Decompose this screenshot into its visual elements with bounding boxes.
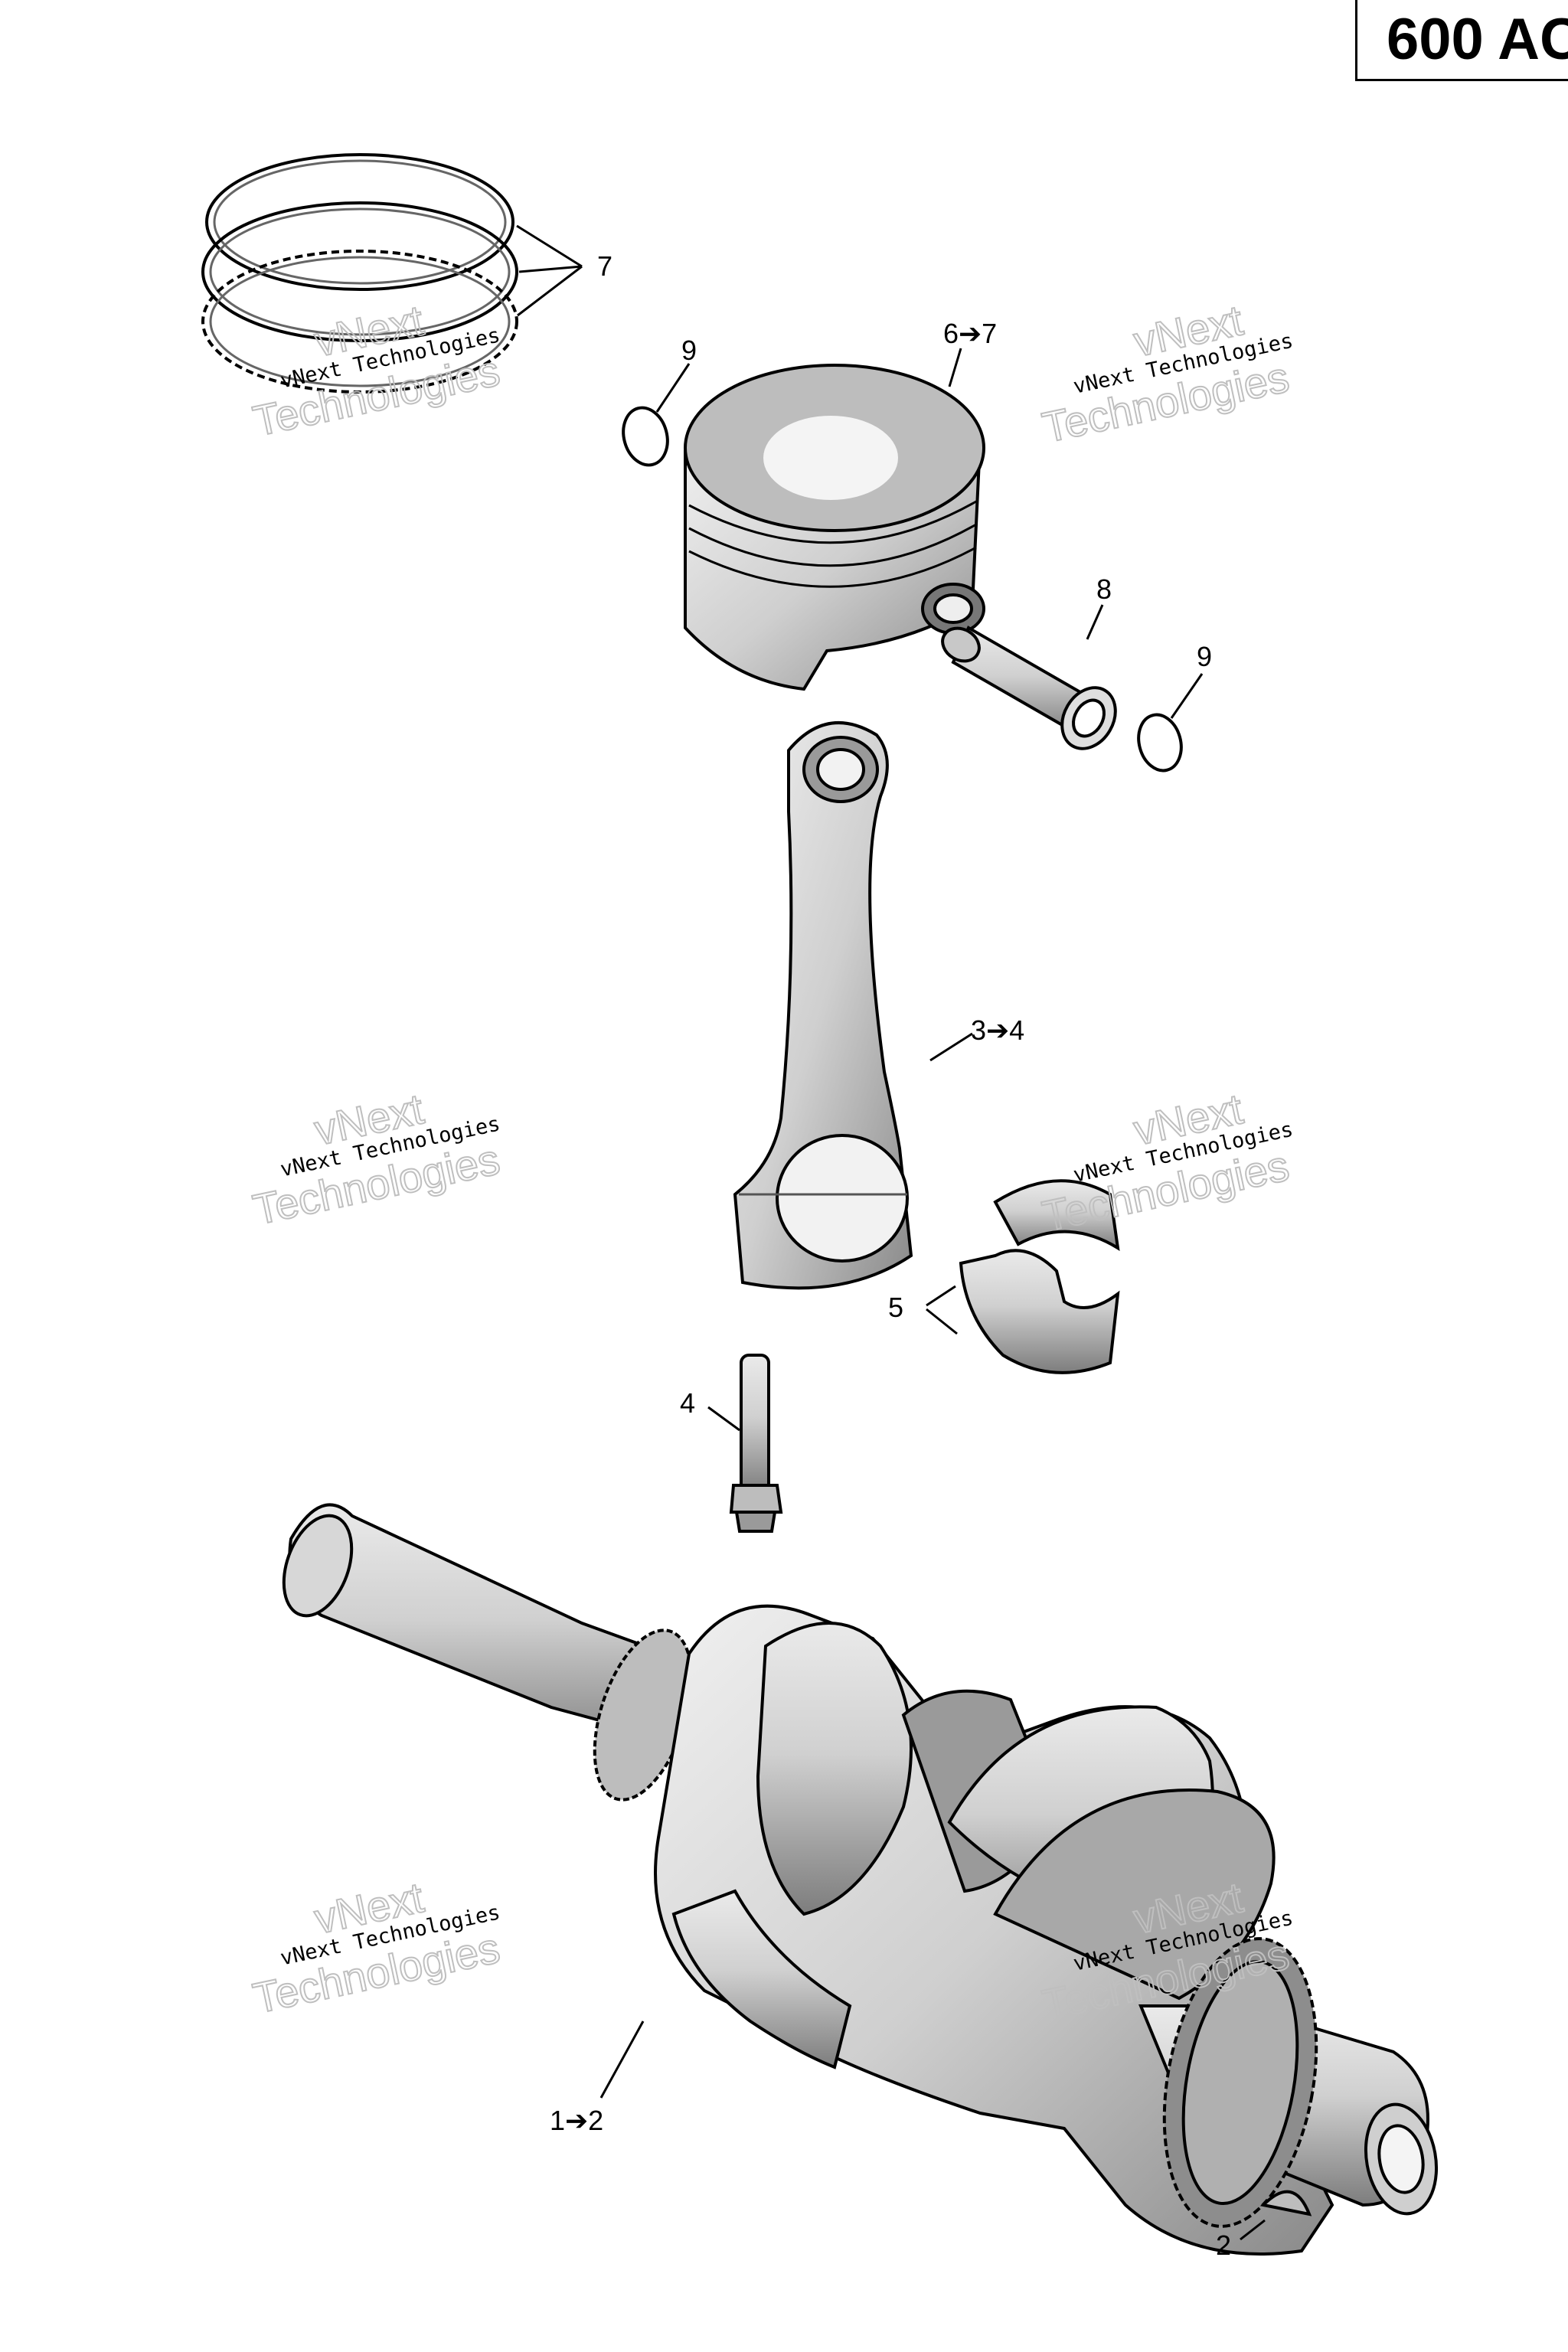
crankshaft-gear-right [1162, 1937, 1318, 2228]
circlip-right-leader [1170, 673, 1204, 719]
bearing-shells [959, 1179, 1120, 1374]
circlip-left-leader [655, 363, 691, 413]
watermark-mid-left: vNext vNext Technologies Technologies [248, 1083, 505, 1234]
connecting-rod [733, 721, 913, 1290]
rings-leader-lines [516, 224, 583, 317]
callout-pin: 8 [1096, 573, 1112, 605]
woodruff-key [1259, 2190, 1312, 2216]
callout-bolt: 4 [680, 1387, 695, 1419]
watermark-mid-right: vNext vNext Technologies Technologies [1037, 1083, 1295, 1241]
piston-pin [941, 626, 1117, 750]
callout-rings: 7 [597, 250, 612, 282]
crankshaft [282, 1503, 1439, 2256]
pin-leader [1086, 604, 1104, 640]
circlip-right [1137, 713, 1183, 773]
circlip-left [622, 406, 669, 467]
watermark-bottom-left: vNext vNext Technologies Technologies [248, 1872, 505, 2023]
watermark-top-left: vNext vNext Technologies Technologies [248, 295, 505, 446]
watermark-top-right: vNext vNext Technologies Technologies [1037, 295, 1295, 452]
page-title: 600 AC [1387, 7, 1568, 72]
callout-bearing: 5 [888, 1292, 903, 1323]
callout-crankshaft: 1➔2 [550, 2105, 603, 2136]
piston [684, 364, 985, 691]
crankshaft-leader [599, 2020, 645, 2099]
title-box: 600 AC [1355, 0, 1568, 81]
bearing-leader-lines [926, 1285, 958, 1335]
callout-key: 2 [1216, 2230, 1231, 2261]
connecting-rod-bolt [729, 1354, 783, 1533]
key-leader [1240, 2219, 1266, 2241]
rod-leader [929, 1032, 973, 1062]
piston-rings [201, 153, 518, 394]
callout-circlip-right: 9 [1197, 641, 1212, 672]
bolt-leader [707, 1406, 740, 1432]
callout-rod: 3➔4 [971, 1014, 1024, 1046]
callout-piston: 6➔7 [943, 318, 997, 349]
callout-circlip-left: 9 [681, 335, 697, 366]
piston-leader [948, 348, 962, 387]
